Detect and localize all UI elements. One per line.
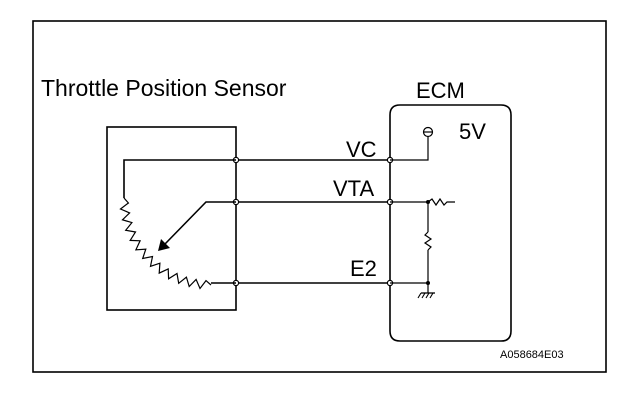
terminal-vta-label: VTA	[333, 176, 374, 201]
diagram-frame	[32, 20, 607, 373]
potentiometer-resistor-icon	[119, 197, 212, 290]
terminal-vc-label: VC	[346, 137, 377, 162]
pull-up-resistor-icon	[427, 197, 455, 207]
sensor-box	[106, 126, 237, 311]
voltage-source-symbol-icon	[422, 126, 434, 138]
vc-internal-wire	[123, 159, 236, 198]
figure-code: A058684E03	[500, 349, 564, 361]
wiper-line	[164, 201, 236, 245]
terminal-e2-label: E2	[350, 256, 377, 281]
ecm-box	[389, 104, 512, 342]
sensor-title: Throttle Position Sensor	[41, 75, 287, 101]
voltage-label: 5V	[459, 119, 486, 144]
wiper-arrow-icon	[158, 239, 170, 251]
pull-down-resistor-icon	[423, 231, 433, 251]
ecm-title: ECM	[416, 78, 465, 103]
ecm-vc-internal-wire	[390, 137, 429, 161]
ground-symbol-icon	[417, 292, 435, 299]
